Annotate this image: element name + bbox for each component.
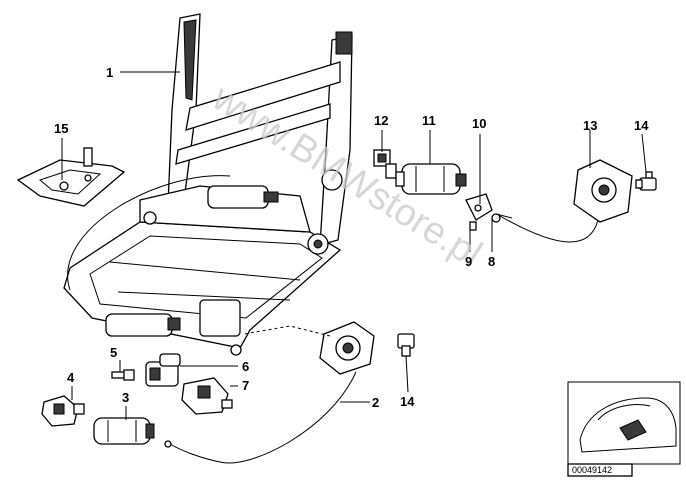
callout-14-upper: 14 xyxy=(634,118,649,133)
bolt-part-14-upper xyxy=(635,171,657,191)
connector-part-4 xyxy=(41,395,85,427)
car-location-inset: 00049142 xyxy=(567,381,681,477)
linkage-part-10 xyxy=(465,193,501,231)
callout-2: 2 xyxy=(372,395,379,410)
callout-6: 6 xyxy=(242,359,249,374)
switch-part-7 xyxy=(181,377,233,415)
plug-part-12 xyxy=(373,149,397,179)
callout-4: 4 xyxy=(67,370,75,385)
callout-labels: 1 2 3 4 5 6 7 8 9 10 11 12 13 14 14 15 xyxy=(54,65,649,410)
callout-10: 10 xyxy=(472,116,486,131)
actuator-part-2 xyxy=(164,321,375,464)
callout-13: 13 xyxy=(583,118,597,133)
motor-part-3 xyxy=(93,417,155,445)
leader-lines xyxy=(61,71,647,420)
screw-part-5 xyxy=(111,369,135,381)
callout-3: 3 xyxy=(122,390,129,405)
callout-11: 11 xyxy=(422,113,436,128)
bolt-part-14-lower xyxy=(397,333,415,357)
actuator-part-13 xyxy=(495,159,633,243)
callout-5: 5 xyxy=(110,345,117,360)
seat-frame xyxy=(63,13,353,356)
connector-part-6 xyxy=(145,353,181,387)
callout-15: 15 xyxy=(54,121,68,136)
callout-1: 1 xyxy=(106,65,113,80)
motor-part-11 xyxy=(395,163,467,195)
callout-12: 12 xyxy=(374,113,388,128)
diagram-number: 00049142 xyxy=(572,465,612,475)
callout-14-lower: 14 xyxy=(400,394,415,409)
bracket-part-15 xyxy=(16,147,126,207)
callout-8: 8 xyxy=(488,254,495,269)
callout-9: 9 xyxy=(465,254,472,269)
callout-7: 7 xyxy=(242,378,249,393)
